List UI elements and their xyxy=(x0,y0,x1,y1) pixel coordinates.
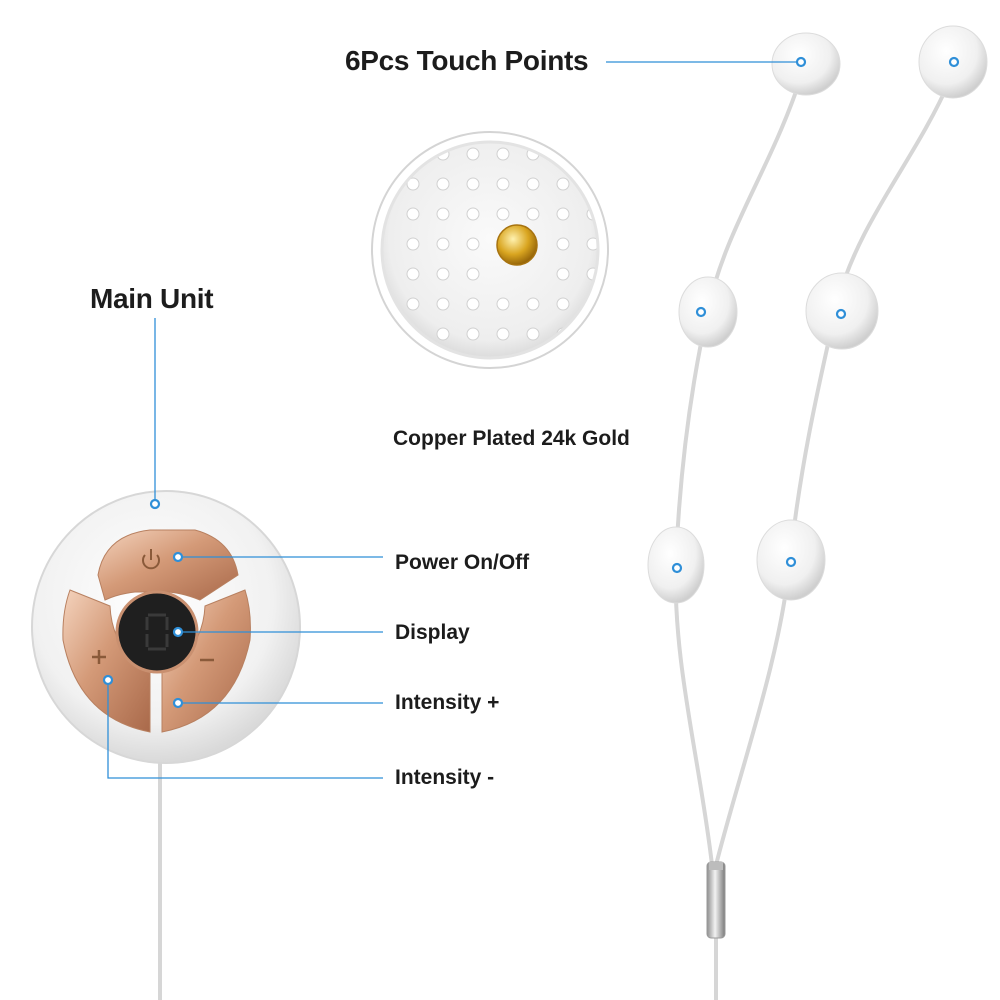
electrode-dimple xyxy=(586,327,598,341)
intensity-minus-label: Intensity - xyxy=(395,766,495,789)
electrode-dimple xyxy=(466,207,480,221)
electrode-dimple xyxy=(406,237,420,251)
electrode-dimple xyxy=(496,177,510,191)
electrode-dimple xyxy=(466,177,480,191)
electrode-dimple xyxy=(436,177,450,191)
electrode-wires xyxy=(158,78,952,1000)
electrode-dimple xyxy=(466,327,480,341)
touch-point xyxy=(771,32,841,96)
electrode-caption: Copper Plated 24k Gold xyxy=(393,427,630,450)
gold-contact xyxy=(496,224,538,266)
electrode-dimple xyxy=(466,267,480,281)
electrode-dimple xyxy=(617,328,629,340)
electrode-dimple xyxy=(436,327,450,341)
power-label: Power On/Off xyxy=(395,551,530,574)
segment-display-icon xyxy=(145,613,169,651)
callout-lines xyxy=(107,61,800,779)
electrode-dimple xyxy=(617,178,629,190)
display xyxy=(115,590,199,674)
electrode-dimple xyxy=(556,207,570,221)
power-button[interactable] xyxy=(97,529,239,601)
plus-icon xyxy=(92,650,106,664)
electrode-dimple xyxy=(466,237,480,251)
electrode-dimple xyxy=(436,207,450,221)
electrode-dimple xyxy=(556,177,570,191)
electrode-dimple xyxy=(617,298,629,310)
electrode-dimple xyxy=(436,297,450,311)
electrode-dimple xyxy=(617,148,629,160)
electrode-dimple xyxy=(586,147,598,161)
electrode-dimple xyxy=(556,267,570,281)
electrode-dimple xyxy=(617,238,629,250)
electrode-dimple xyxy=(406,297,420,311)
electrode-dimple xyxy=(406,267,420,281)
electrode-dimple xyxy=(617,208,629,220)
electrode-dimple xyxy=(466,147,480,161)
display-label: Display xyxy=(395,621,470,644)
main-unit xyxy=(31,490,301,764)
electrode-dimple xyxy=(436,237,450,251)
electrode-dimple xyxy=(406,177,420,191)
electrode-dimple xyxy=(556,297,570,311)
callout-markers xyxy=(102,56,960,709)
electrode-dimple xyxy=(496,297,510,311)
touch-points-title: 6Pcs Touch Points xyxy=(345,45,589,76)
electrode-dimple xyxy=(496,207,510,221)
electrode-dimple xyxy=(556,237,570,251)
electrode-dimple xyxy=(526,327,540,341)
electrode-dimple xyxy=(586,357,598,358)
electrode-dimple xyxy=(617,358,629,370)
electrode-dimple xyxy=(526,207,540,221)
electrode-dimple xyxy=(436,267,450,281)
electrode-dimple xyxy=(496,147,510,161)
main-unit-title: Main Unit xyxy=(90,283,214,314)
electrode-dimple xyxy=(526,297,540,311)
electrode-closeup xyxy=(371,131,629,370)
electrode-dimple xyxy=(406,207,420,221)
electrode-dimple xyxy=(406,357,420,358)
electrode-dimple xyxy=(526,177,540,191)
electrode-dimple xyxy=(617,268,629,280)
touch-point xyxy=(678,276,738,348)
connector-plug xyxy=(706,861,726,939)
intensity-plus-label: Intensity + xyxy=(395,691,500,714)
electrode-dimple xyxy=(496,327,510,341)
electrode-dimple xyxy=(586,237,598,251)
electrode-dimple xyxy=(466,297,480,311)
power-icon xyxy=(142,549,160,570)
electrode-dimple xyxy=(556,357,570,358)
